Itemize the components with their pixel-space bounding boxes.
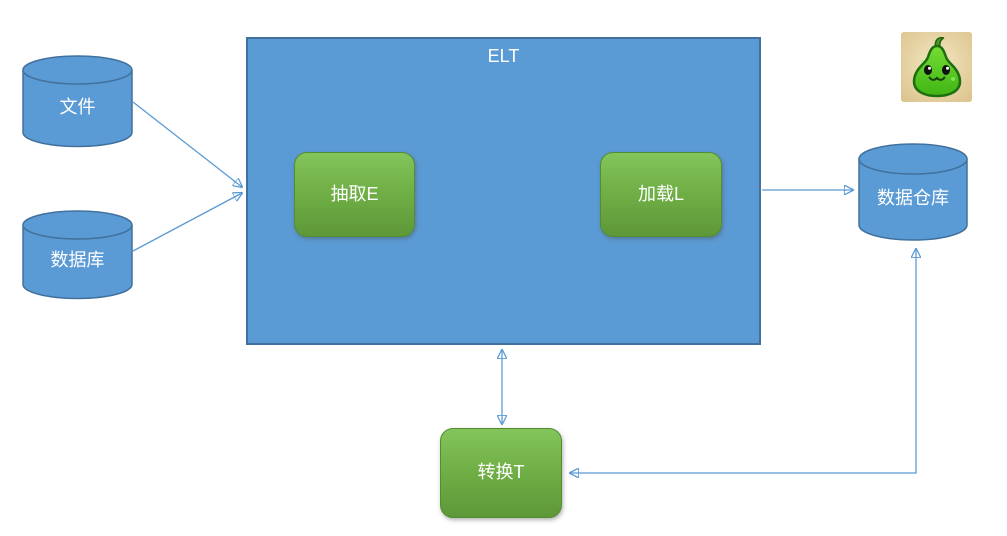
node-load-label: 加载L <box>637 183 684 204</box>
connector-transform-warehouse-bidirectional <box>570 249 916 473</box>
node-extract: 抽取E <box>294 152 415 237</box>
pear-mascot-logo <box>901 32 972 102</box>
node-extract-label: 抽取E <box>330 183 379 204</box>
connector-file-to-elt <box>132 101 242 187</box>
cylinder-shape <box>858 143 968 241</box>
node-load: 加载L <box>600 152 722 237</box>
node-transform: 转换T <box>440 428 562 518</box>
node-warehouse-label: 数据仓库 <box>877 188 949 209</box>
node-file-cylinder: 文件 <box>22 55 133 148</box>
cylinder-shape <box>22 55 133 148</box>
cylinder-shape <box>22 210 133 300</box>
connector-database-to-elt <box>132 193 242 252</box>
node-database-label: 数据库 <box>50 250 105 271</box>
node-file-label: 文件 <box>59 96 96 117</box>
elt-container-box: ELT 抽取E 加载L <box>246 37 761 345</box>
node-database-cylinder: 数据库 <box>22 210 133 300</box>
node-transform-label: 转换T <box>477 462 525 483</box>
pear-mascot-icon <box>901 32 972 102</box>
node-warehouse-cylinder: 数据仓库 <box>858 143 968 243</box>
elt-title: ELT <box>487 46 520 66</box>
